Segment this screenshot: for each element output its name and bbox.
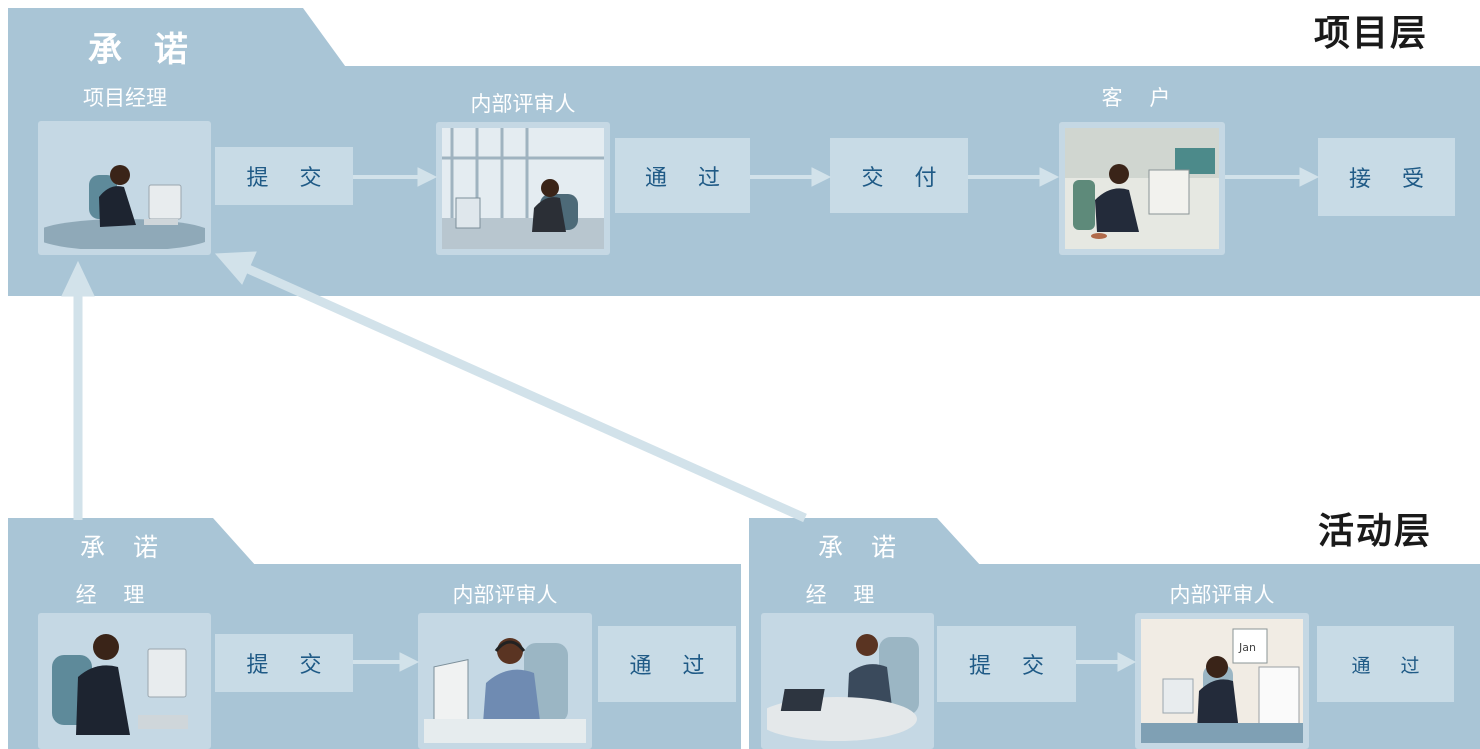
manager-with-laptop-icon — [767, 619, 928, 743]
role-project-manager: 项目经理 — [83, 86, 167, 110]
activity-left-manager-photo — [38, 613, 211, 749]
activity-layer-title: 活动层 — [1318, 511, 1433, 552]
activity-right-role-reviewer: 内部评审人 — [1169, 583, 1275, 607]
activity-right-step-approve: 通 过 — [1317, 626, 1454, 702]
activity-left-role-manager: 经 理 — [75, 583, 155, 607]
activity-left-reviewer-photo — [418, 613, 592, 749]
activity-right-step-submit: 提 交 — [937, 626, 1076, 702]
activity-left-step-approve: 通 过 — [598, 626, 736, 702]
role-internal-reviewer: 内部评审人 — [470, 92, 576, 116]
reviewer-at-window-icon — [442, 128, 604, 249]
step-accept: 接 受 — [1318, 138, 1455, 216]
reviewer-with-calendar-icon: Jan — [1141, 619, 1303, 743]
manager-at-desk-icon — [44, 127, 205, 249]
role-customer: 客 户 — [1101, 86, 1181, 110]
calendar-text: Jan — [1238, 641, 1256, 654]
project-tab-label: 承 诺 — [88, 30, 198, 70]
project-layer-title: 项目层 — [1314, 13, 1429, 54]
activity-right-role-manager: 经 理 — [805, 583, 885, 607]
arrow-activity-right-to-project-manager — [244, 263, 807, 523]
activity-left-tab-label: 承 诺 — [80, 533, 168, 562]
project-tab-shape — [8, 8, 348, 70]
project-manager-photo — [38, 121, 211, 255]
activity-left-role-reviewer: 内部评审人 — [452, 583, 558, 607]
internal-reviewer-photo — [436, 122, 610, 255]
activity-right-tab-shape — [749, 518, 981, 566]
activity-right-manager-photo — [761, 613, 934, 749]
step-approve: 通 过 — [615, 138, 750, 213]
activity-left-step-submit: 提 交 — [215, 634, 353, 692]
step-deliver: 交 付 — [830, 138, 968, 213]
activity-left-tab-shape — [8, 518, 256, 566]
customer-photo — [1059, 122, 1225, 255]
activity-right-tab-label: 承 诺 — [818, 533, 906, 562]
step-submit: 提 交 — [215, 147, 353, 205]
customer-at-desk-icon — [1065, 128, 1219, 249]
manager-at-desk-icon — [44, 619, 205, 743]
activity-right-reviewer-photo: Jan — [1135, 613, 1309, 749]
reviewer-with-headset-icon — [424, 619, 586, 743]
